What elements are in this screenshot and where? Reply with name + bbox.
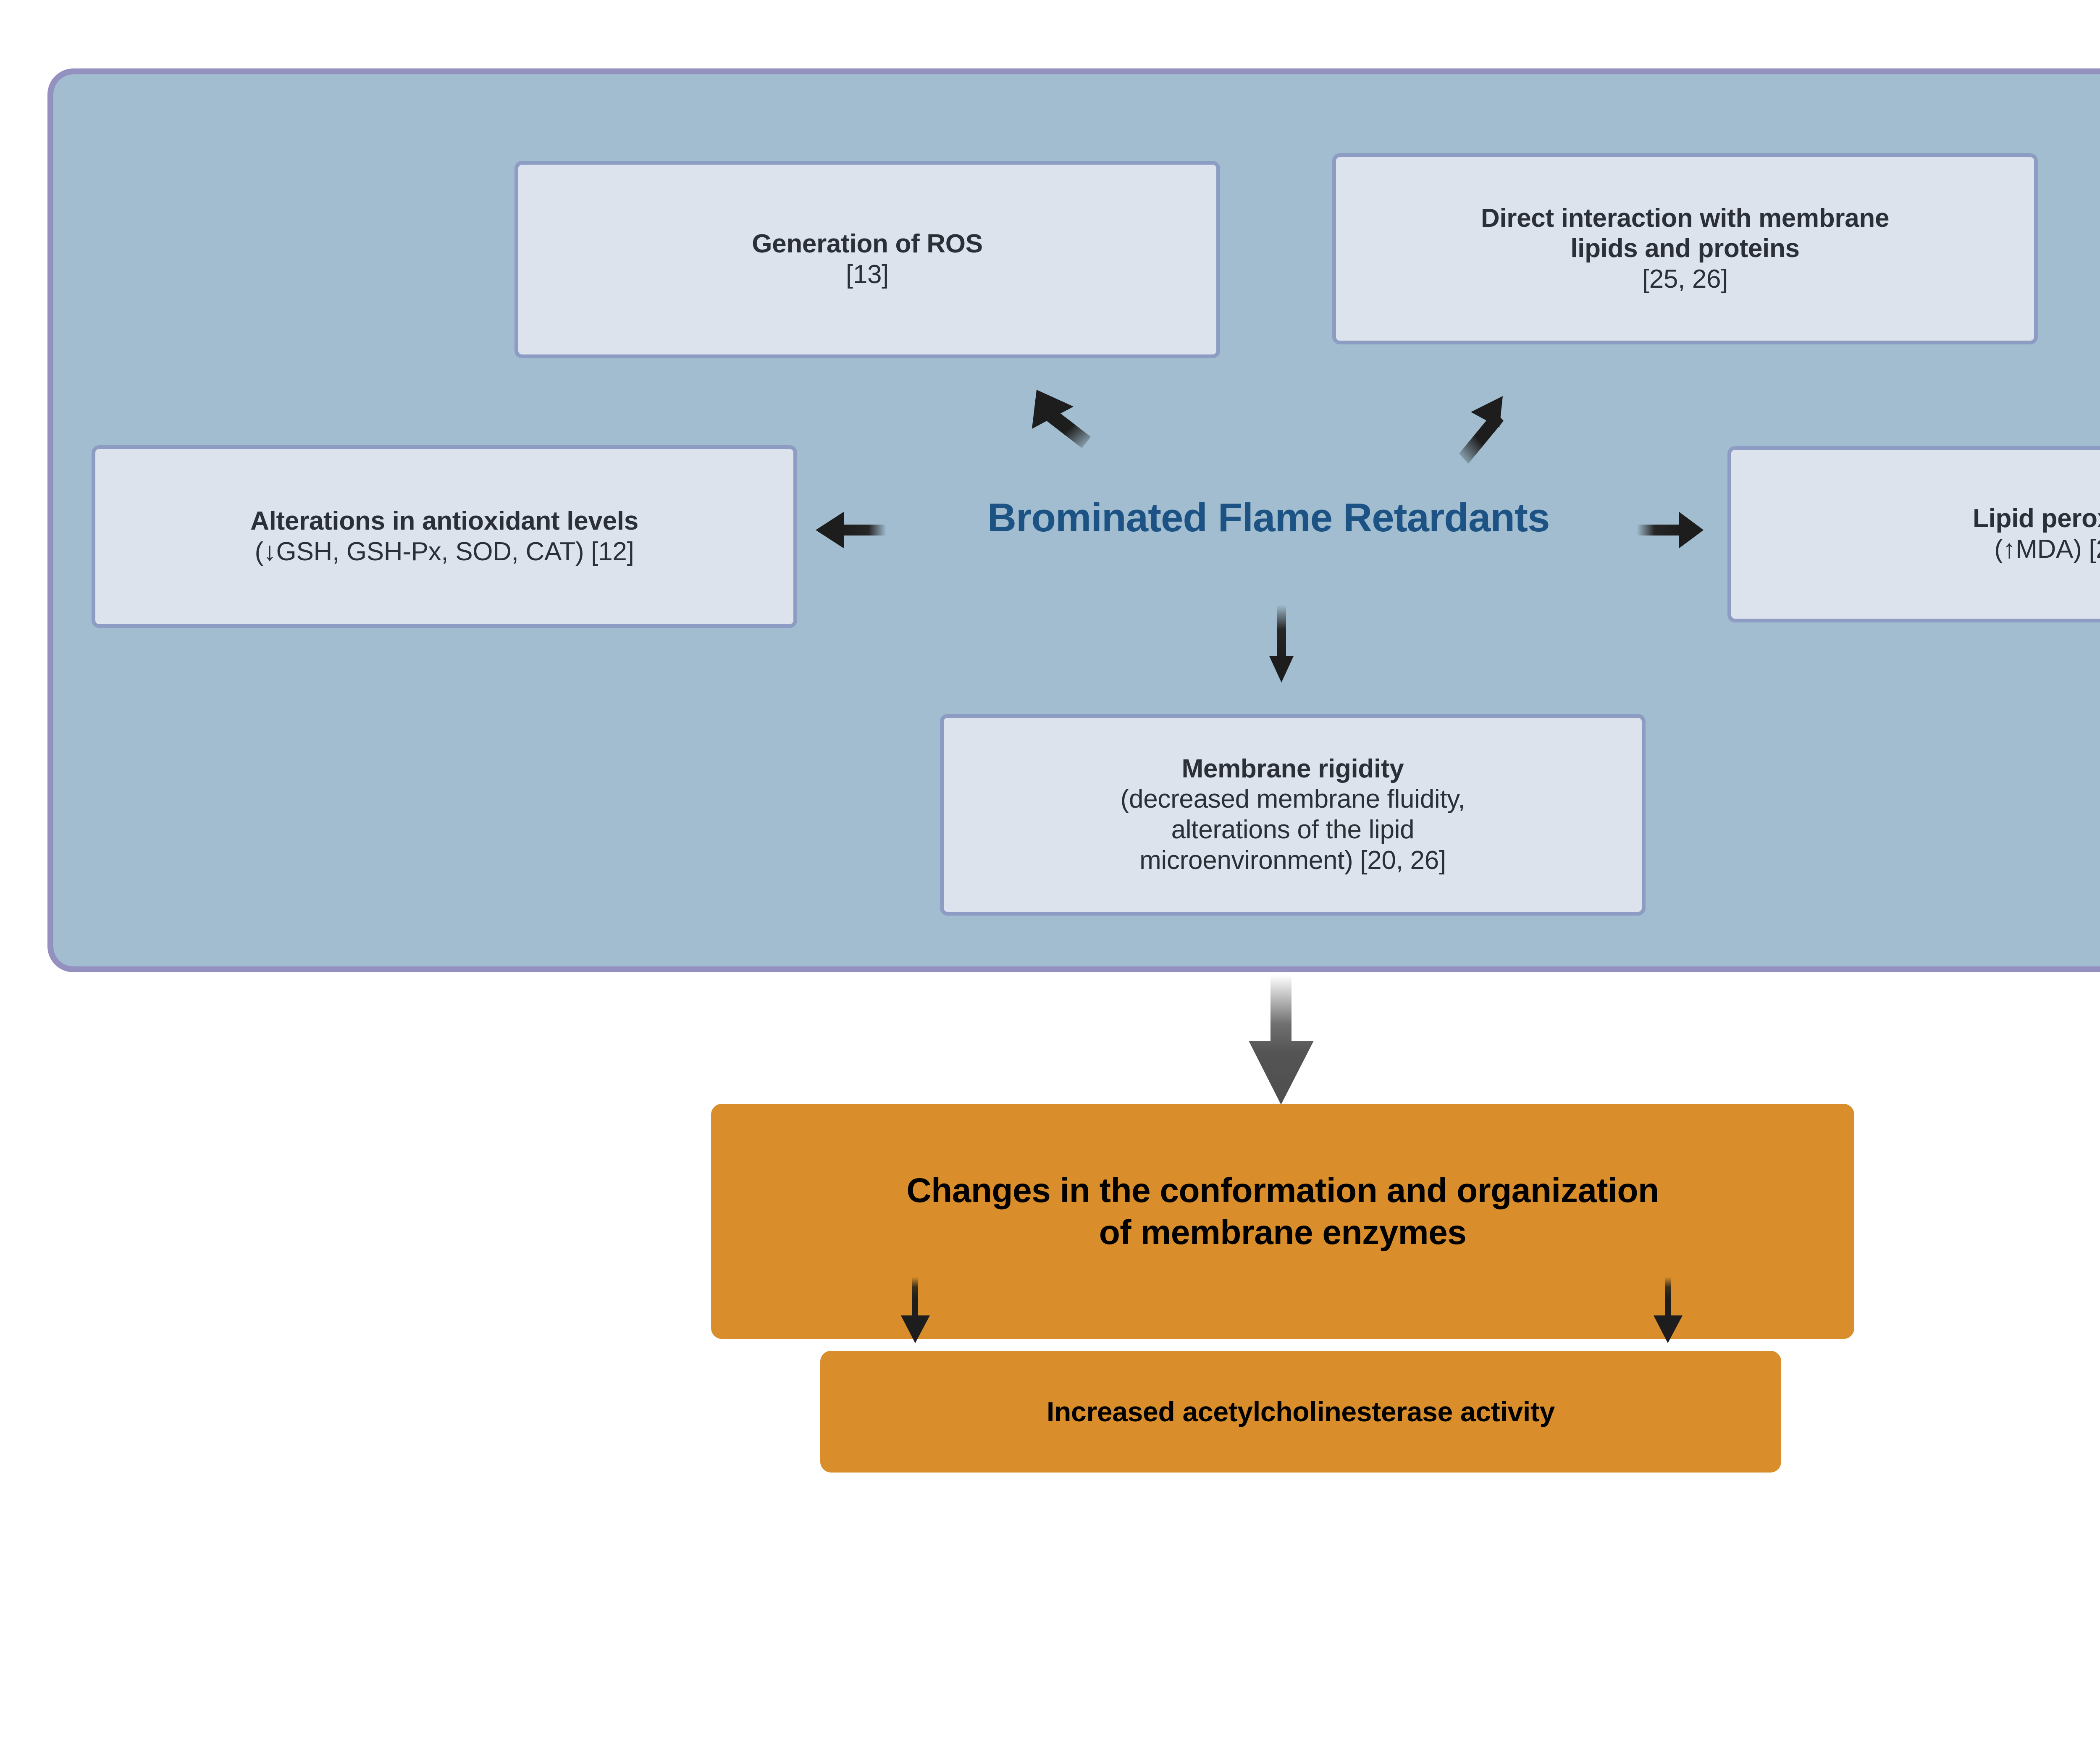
- node-generation-of-ros[interactable]: Generation of ROS [13]: [514, 161, 1220, 358]
- node-title: Generation of ROS: [752, 229, 983, 259]
- node-subtitle: (decreased membrane fluidity,alterations…: [1120, 785, 1465, 875]
- node-lipid-peroxidation[interactable]: Lipid peroxidation (↑MDA) [20, 26]: [1727, 446, 2100, 622]
- node-subtitle: (↓GSH, GSH-Px, SOD, CAT) [12]: [255, 537, 634, 566]
- node-alterations-antioxidant[interactable]: Alterations in antioxidant levels (↓GSH,…: [92, 445, 797, 628]
- node-subtitle: [13]: [845, 260, 889, 289]
- outcome-label: Increased acetylcholinesterase activity: [1047, 1396, 1555, 1427]
- outcome-conformation-changes[interactable]: Changes in the conformation and organiza…: [711, 1104, 1854, 1339]
- center-label-brominated-flame-retardants: Brominated Flame Retardants: [987, 495, 1550, 540]
- node-title: Lipid peroxidation: [1973, 504, 2100, 533]
- node-subtitle: (↑MDA) [20, 26]: [1994, 535, 2100, 564]
- arrow-panel-to-outcome-icon: [1249, 975, 1314, 1105]
- node-subtitle: [25, 26]: [1642, 264, 1728, 294]
- node-title: Alterations in antioxidant levels: [250, 506, 638, 536]
- node-membrane-rigidity[interactable]: Membrane rigidity (decreased membrane fl…: [940, 714, 1646, 916]
- outcome-acetylcholinesterase[interactable]: Increased acetylcholinesterase activity: [820, 1351, 1781, 1473]
- node-title: Membrane rigidity: [1181, 754, 1404, 783]
- outcome-label: Changes in the conformation and organiza…: [906, 1171, 1659, 1252]
